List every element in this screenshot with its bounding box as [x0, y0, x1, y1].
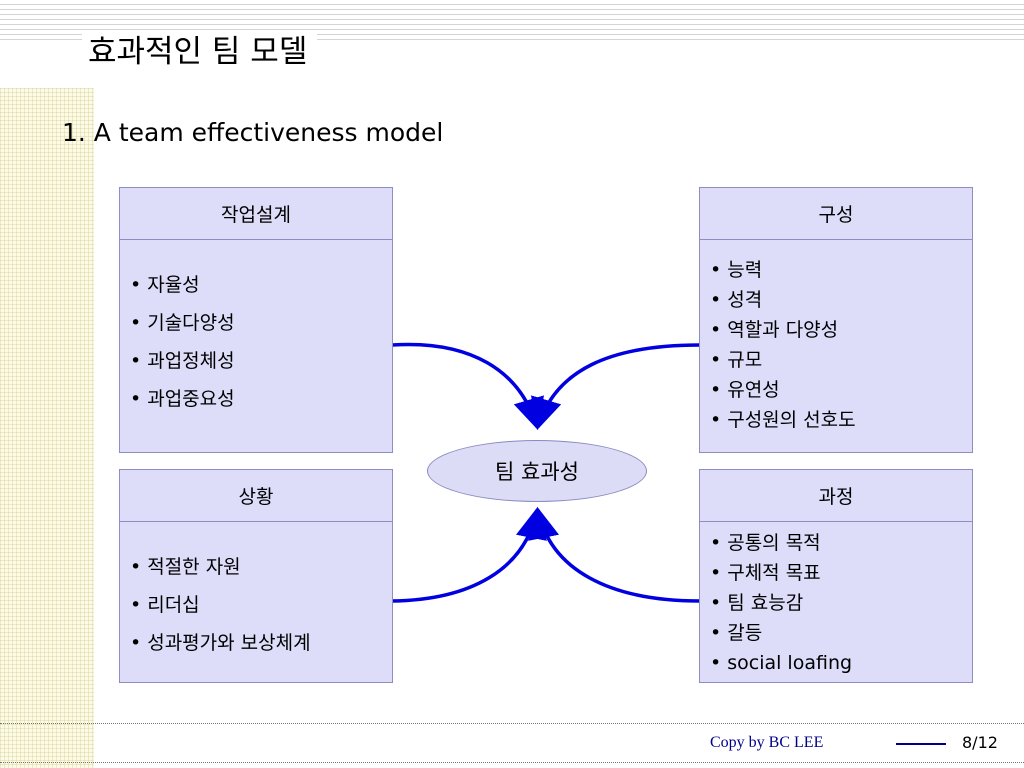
box-header: 상황	[120, 470, 392, 522]
footer-divider-top	[0, 723, 1024, 724]
list-item: 구체적 목표	[710, 558, 972, 588]
list-item: 공통의 목적	[710, 528, 972, 558]
footer-divider-bottom	[0, 762, 1024, 763]
box-header: 구성	[700, 188, 972, 240]
list-item: 과업중요성	[130, 380, 392, 418]
box-header: 과정	[700, 470, 972, 522]
box-composition: 구성 능력 성격 역할과 다양성 규모 유연성 구성원의 선호도	[699, 187, 973, 453]
box-header: 작업설계	[120, 188, 392, 240]
box-process: 과정 공통의 목적 구체적 목표 팀 효능감 갈등 social loafing	[699, 469, 973, 683]
box-list: 공통의 목적 구체적 목표 팀 효능감 갈등 social loafing	[700, 522, 972, 678]
list-item: 과업정체성	[130, 342, 392, 380]
page-number: 8/12	[962, 733, 998, 752]
slide-title: 효과적인 팀 모델	[82, 30, 318, 74]
box-work-design: 작업설계 자율성 기술다양성 과업정체성 과업중요성	[119, 187, 393, 453]
box-list: 능력 성격 역할과 다양성 규모 유연성 구성원의 선호도	[700, 240, 972, 435]
list-item: 역할과 다양성	[710, 315, 972, 345]
slide-subtitle: 1. A team effectiveness model	[62, 118, 444, 147]
list-item: 자율성	[130, 266, 392, 304]
arrow-top-left	[391, 342, 544, 431]
arrow-bottom-left	[391, 506, 547, 603]
list-item: social loafing	[710, 648, 972, 678]
team-effectiveness-ellipse: 팀 효과성	[427, 440, 647, 502]
box-list: 적절한 자원 리더십 성과평가와 보상체계	[120, 522, 392, 662]
footer-rule	[896, 743, 946, 745]
list-item: 팀 효능감	[710, 588, 972, 618]
list-item: 적절한 자원	[130, 548, 392, 586]
list-item: 유연성	[710, 375, 972, 405]
footer-copyright: Copy by BC LEE	[710, 734, 824, 751]
arrow-bottom-right	[528, 506, 701, 603]
left-grid-decoration	[0, 88, 94, 768]
list-item: 성과평가와 보상체계	[130, 624, 392, 662]
box-list: 자율성 기술다양성 과업정체성 과업중요성	[120, 240, 392, 418]
list-item: 성격	[710, 285, 972, 315]
arrow-top-right	[531, 343, 701, 431]
list-item: 규모	[710, 345, 972, 375]
list-item: 능력	[710, 255, 972, 285]
list-item: 기술다양성	[130, 304, 392, 342]
box-context: 상황 적절한 자원 리더십 성과평가와 보상체계	[119, 469, 393, 683]
list-item: 구성원의 선호도	[710, 405, 972, 435]
list-item: 갈등	[710, 618, 972, 648]
list-item: 리더십	[130, 586, 392, 624]
